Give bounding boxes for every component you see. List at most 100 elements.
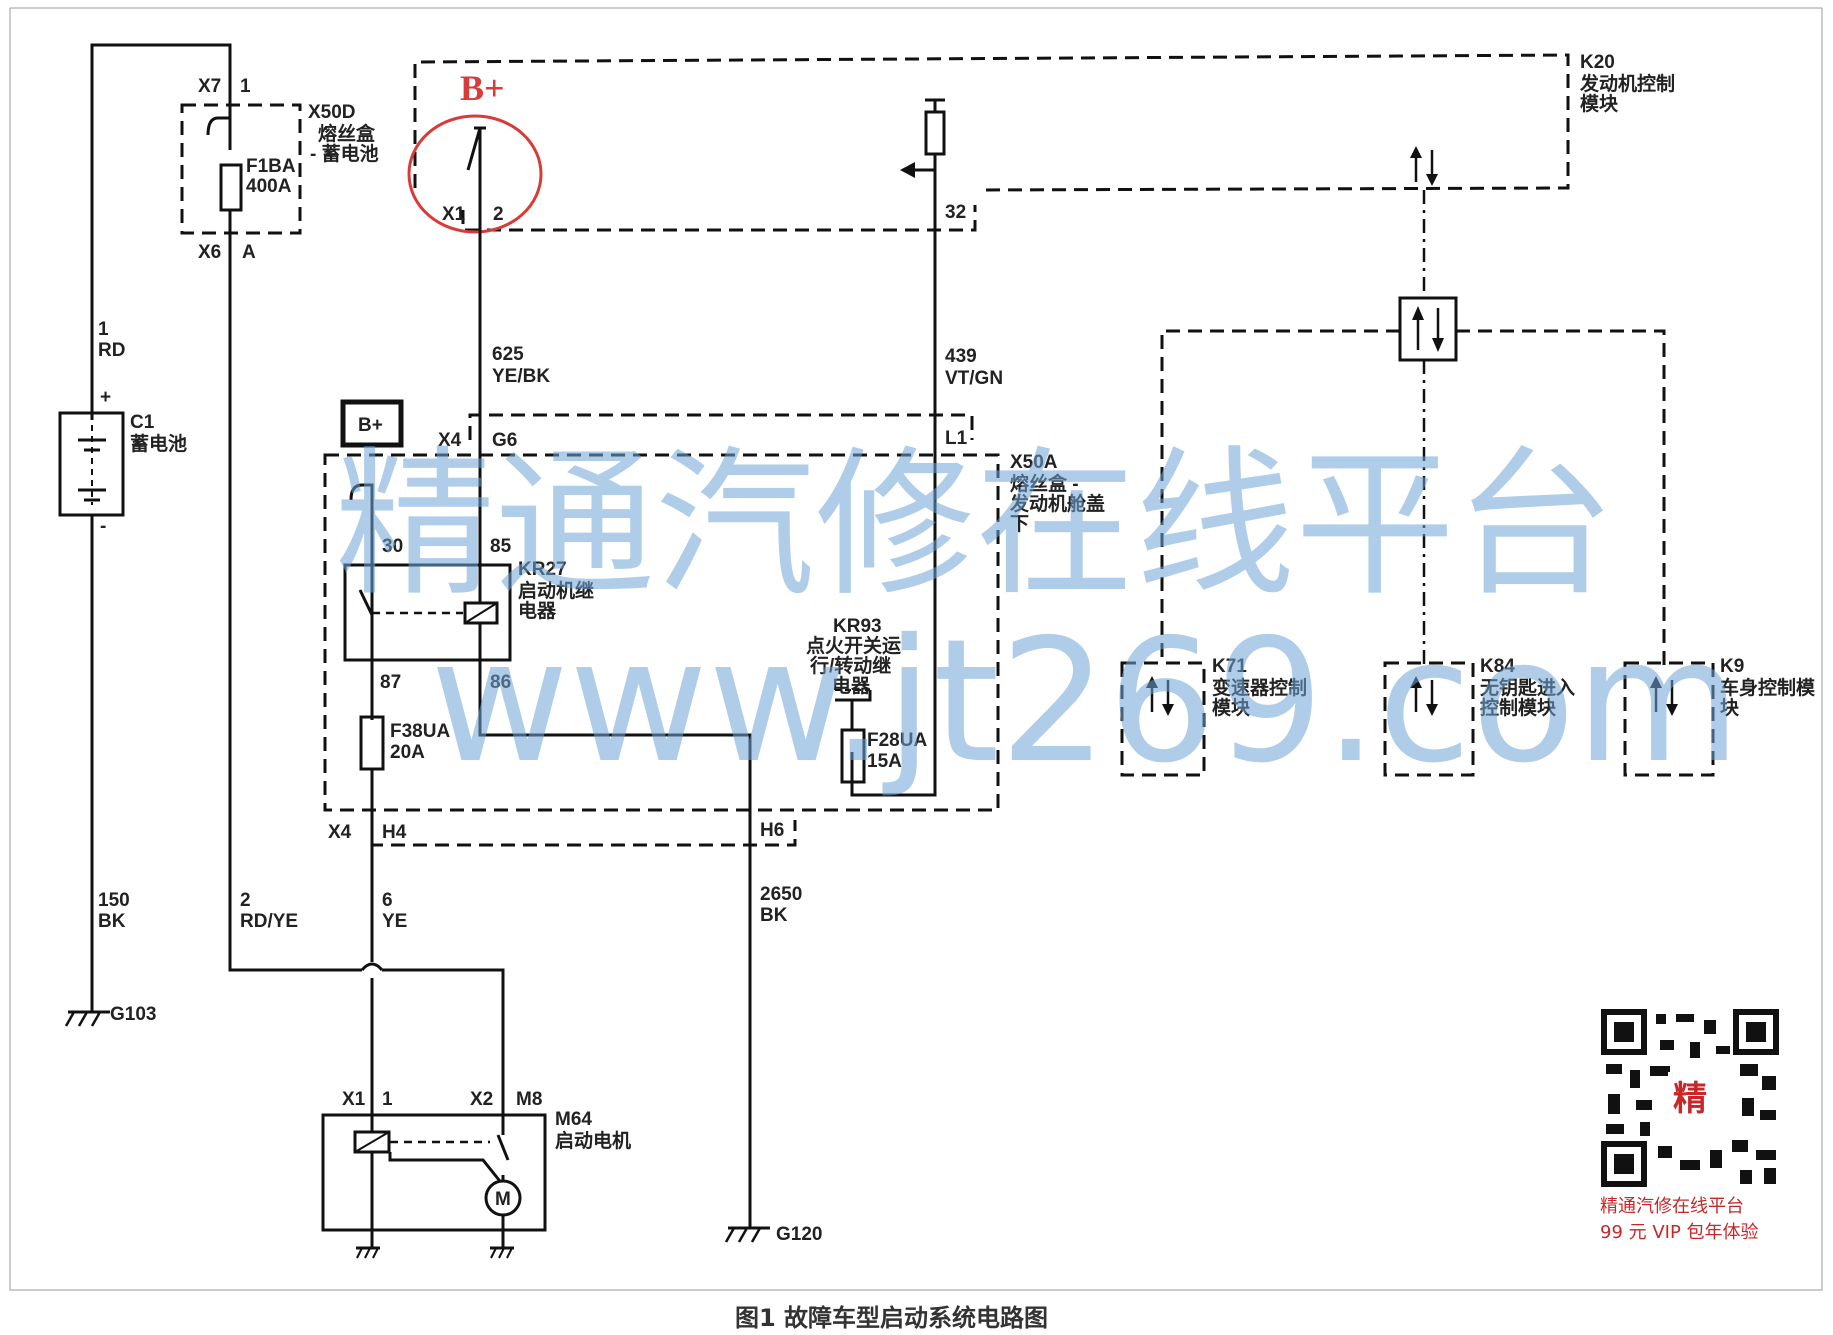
x4-top-label: X4 <box>438 430 462 451</box>
m64-name-label: 启动电机 <box>555 1129 631 1152</box>
f38ua-id-label: F38UA <box>390 721 450 742</box>
h4-label: H4 <box>382 822 407 843</box>
wire-625-color-label: YE/BK <box>492 366 550 387</box>
highlight-b-plus-label: B+ <box>460 68 505 108</box>
x6-pin-label: A <box>242 242 256 263</box>
k84-id-label: K84 <box>1480 656 1515 677</box>
kr27-relay <box>343 563 512 662</box>
k20-id-label: K20 <box>1580 52 1615 73</box>
x50a-connector-top <box>468 413 974 440</box>
f1ba-id-label: F1BA <box>246 156 296 177</box>
x7-connector-symbol <box>206 116 230 136</box>
x50a-fuse-box <box>323 453 1000 812</box>
f28ua-id-label: F28UA <box>867 730 927 751</box>
wire-2650-color-label: BK <box>760 905 788 926</box>
kr27-coil-diag <box>464 602 498 624</box>
kr93-name1-label: 点火开关运 <box>806 634 901 657</box>
x50d-fuse-box <box>180 103 302 235</box>
m64-contact-wire <box>388 1152 505 1190</box>
pin30-label: 30 <box>382 536 403 557</box>
wire-2650-circuit-label: 2650 <box>760 884 802 905</box>
x50a-bplus-connector <box>349 483 374 560</box>
x50a-name3-label: 下 <box>1010 514 1029 535</box>
qr-center-char: 精 <box>1673 1079 1707 1119</box>
data-bus-left <box>1160 329 1400 665</box>
x50a-id-label: X50A <box>1010 452 1058 473</box>
x1-k20-label: X1 <box>442 204 466 225</box>
m64-motor-letter: M <box>495 1189 511 1210</box>
k9-id-label: K9 <box>1720 656 1744 677</box>
k84-module <box>1383 661 1475 777</box>
kr93-relay-contact <box>835 690 872 702</box>
g103-ground-icon <box>64 1010 110 1027</box>
diagram-frame <box>9 7 1823 1291</box>
data-bus-right <box>1456 329 1666 665</box>
k20-pin32-label: 32 <box>945 202 966 223</box>
qr-line1: 精通汽修在线平台 <box>1600 1196 1744 1217</box>
m64-x2-label: X2 <box>470 1089 493 1110</box>
wire-439-vt-gn <box>850 154 937 797</box>
wire-2-color-label: RD/YE <box>240 911 298 932</box>
wire-6-color-label: YE <box>382 911 407 932</box>
k20-internal-fuse <box>924 110 946 156</box>
figure-caption: 图1 故障车型启动系统电路图 <box>735 1304 1048 1332</box>
f1ba-fuse <box>219 163 243 212</box>
ignition-switch-symbol <box>466 126 486 171</box>
m64-x1-pin-label: 1 <box>382 1089 393 1110</box>
g103-label: G103 <box>110 1004 156 1025</box>
k71-name2-label: 模块 <box>1212 696 1251 719</box>
x1-k20-pin-label: 2 <box>493 204 504 225</box>
x50d-id-label: X50D <box>308 102 356 123</box>
h6-label: H6 <box>760 820 784 841</box>
k71-bus-arrows-icon <box>1146 676 1174 716</box>
wire-1-color-label: RD <box>98 340 125 361</box>
pin87-label: 87 <box>380 672 401 693</box>
kr27-name1-label: 启动机继 <box>518 579 594 602</box>
g120-label: G120 <box>776 1224 822 1245</box>
k71-name1-label: 变速器控制 <box>1212 676 1307 699</box>
x7-pin-label: 1 <box>240 76 251 97</box>
kr27-86-wire <box>478 623 752 1220</box>
wire-2-rd-ye <box>228 210 362 972</box>
g120-ground-icon <box>724 1226 770 1243</box>
f1ba-rating-label: 400A <box>246 176 292 197</box>
wire-150-circuit-label: 150 <box>98 890 130 911</box>
watermark-line2: www.jt269.com <box>430 603 1741 801</box>
x50a-name2-label: 发动机舱盖 <box>1009 492 1105 515</box>
g6-label: G6 <box>492 430 517 451</box>
qr-line2: 99 元 VIP 包年体验 <box>1600 1222 1759 1243</box>
k84-bus-arrows-icon <box>1410 676 1438 716</box>
x50a-name1-label: 熔丝盒 - <box>1010 472 1079 495</box>
wire-625-circuit-label: 625 <box>492 344 524 365</box>
data-bus-gateway <box>1398 296 1458 362</box>
wire-1-rd <box>90 43 232 420</box>
c1-minus-label: - <box>100 516 106 537</box>
f38ua-rating-label: 20A <box>390 742 425 763</box>
kr93-name3-label: 电器 <box>832 674 871 697</box>
m64-ground-icon-2 <box>490 1246 514 1259</box>
wire-crossover <box>360 962 384 972</box>
k9-bus-arrows-icon <box>1650 676 1678 716</box>
m64-ground-icon-1 <box>356 1246 380 1259</box>
k71-id-label: K71 <box>1212 656 1247 677</box>
k20-connector-strip <box>461 205 977 232</box>
c1-id-label: C1 <box>130 412 155 433</box>
m64-m8-label: M8 <box>516 1089 542 1110</box>
f28ua-rating-label: 15A <box>867 751 902 772</box>
m64-x1-label: X1 <box>342 1089 366 1110</box>
x50d-name2-label: - 蓄电池 <box>310 142 379 165</box>
k9-name1-label: 车身控制模 <box>1720 676 1816 699</box>
m64-solenoid-diag <box>354 1131 390 1153</box>
qr-code-icon: 精 <box>1600 1008 1780 1188</box>
m64-id-label: M64 <box>555 1109 592 1130</box>
watermark-line1: 精通汽修在线平台 <box>335 431 1615 618</box>
kr93-id-label: KR93 <box>833 616 882 637</box>
pin85-label: 85 <box>490 536 512 557</box>
x4-bot-label: X4 <box>328 822 352 843</box>
k71-module <box>1120 661 1206 777</box>
x50d-name1-label: 熔丝盒 <box>318 122 376 145</box>
kr93-name2-label: 行/转动继 <box>809 654 891 677</box>
c1-name-label: 蓄电池 <box>130 432 187 455</box>
kr27-id-label: KR27 <box>518 559 567 580</box>
